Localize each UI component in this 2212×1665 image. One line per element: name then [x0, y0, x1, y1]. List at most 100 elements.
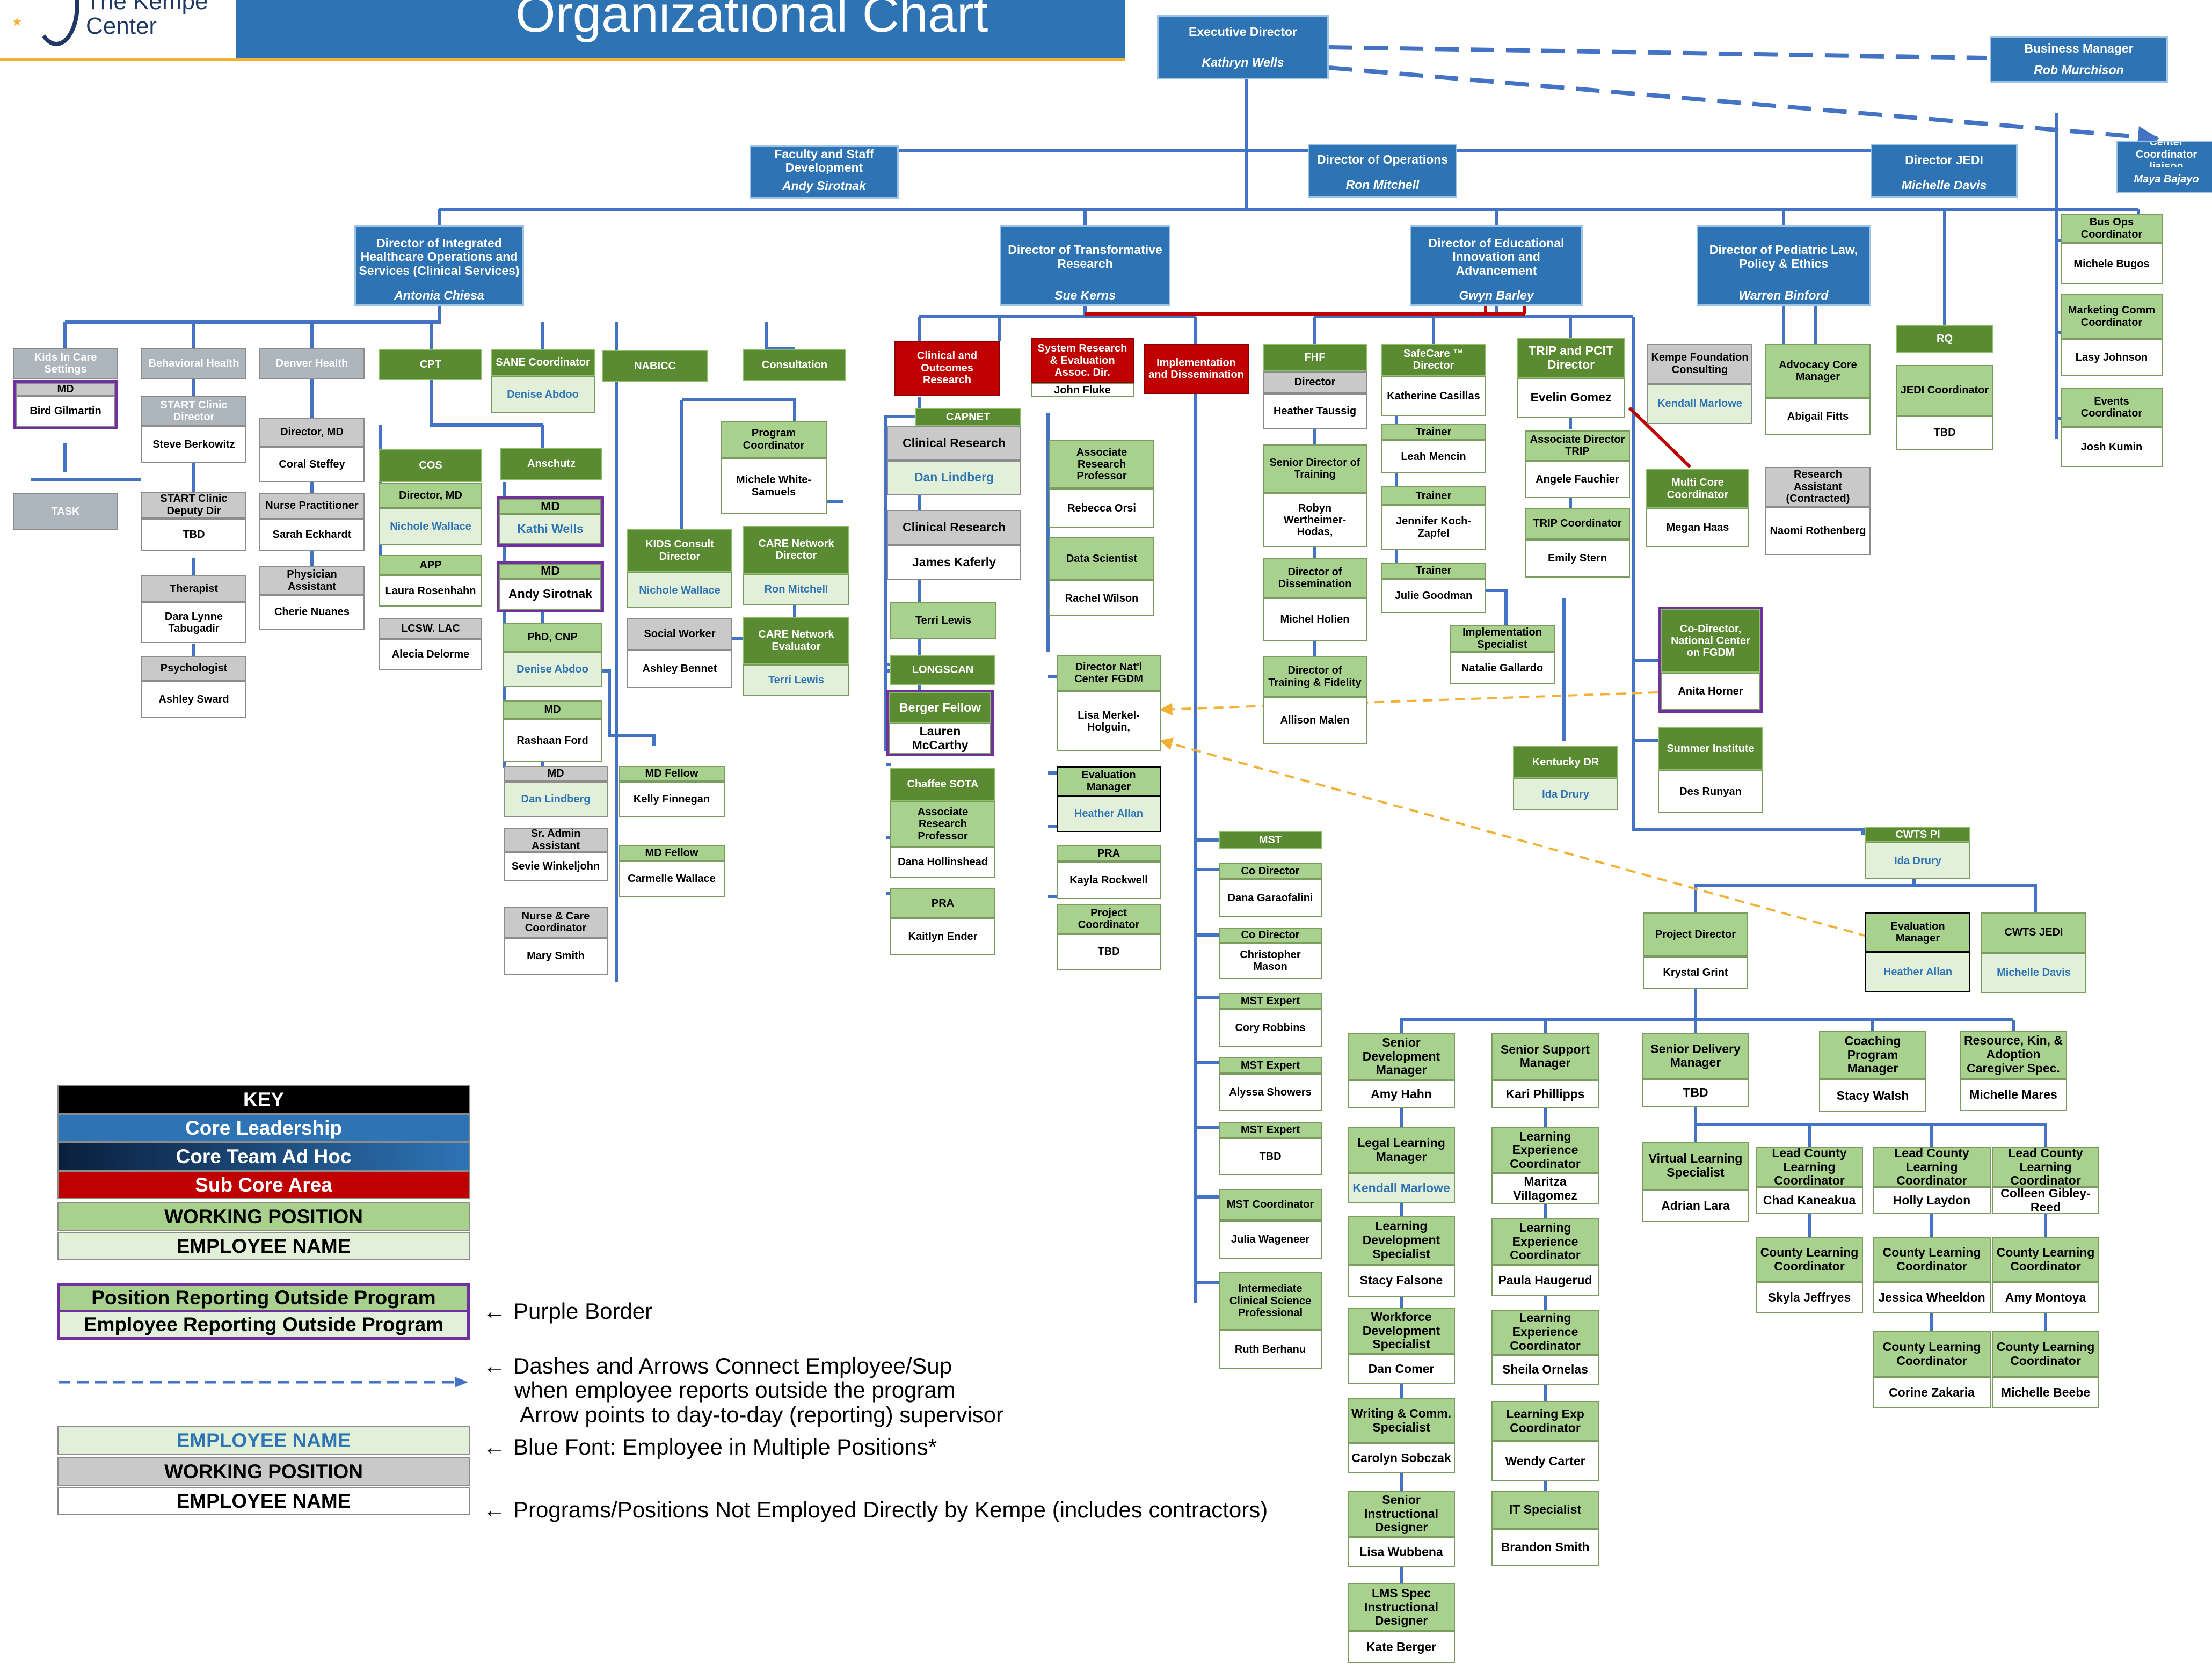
- employee-name: Maya Bajayo: [2134, 173, 2199, 185]
- position-title: Director JEDI: [1905, 153, 1983, 167]
- employee-name: Kathryn Wells: [1202, 55, 1284, 69]
- position-title: IT Specialist: [1491, 1491, 1599, 1529]
- employee-name: Kaitlyn Ender: [890, 918, 995, 955]
- left-arrow-icon: ←: [483, 1298, 506, 1324]
- employee-name: Robyn Wertheimer-Hodas,: [1263, 493, 1367, 547]
- position-title: PhD, CNP: [503, 623, 602, 652]
- position-title: Co Director: [1219, 863, 1322, 879]
- employee-name: Evelin Gomez: [1517, 378, 1625, 418]
- position-title: START Clinic Deputy Dir: [141, 492, 246, 519]
- employee-name: Christopher Mason: [1219, 943, 1322, 979]
- logo-star-icon: ★: [12, 15, 23, 28]
- position-title: Summer Institute: [1658, 727, 1763, 770]
- position-title: Director of Operations: [1316, 152, 1449, 167]
- key-employee-outside: Employee Reporting Outside Program: [57, 1311, 470, 1340]
- employee-name: Ida Drury: [1513, 778, 1618, 810]
- org-node-impl: Implementation and Dissemination: [1144, 344, 1249, 394]
- org-node-anschutz: Anschutz: [500, 448, 602, 480]
- org-node-resource: Resource, Kin, & Adoption Caregiver Spec…: [1960, 1031, 2067, 1111]
- position-title: Director: [1263, 371, 1367, 394]
- employee-name: Ida Drury: [1865, 842, 1970, 879]
- position-title: Kempe Foundation Consulting: [1647, 344, 1752, 384]
- position-title: Learning Experience Coordinator: [1491, 1127, 1599, 1174]
- employee-name: James Kaferly: [887, 545, 1021, 580]
- note-purple-border: ←Purple Border: [483, 1299, 652, 1323]
- employee-name: Chad Kaneakua: [1756, 1187, 1863, 1214]
- employee-name: Dan Lindberg: [887, 461, 1021, 495]
- position-title: MST Coordinator: [1219, 1189, 1322, 1221]
- employee-name: Kate Berger: [1348, 1631, 1455, 1663]
- position-title: Research Assistant (Contracted): [1765, 467, 1871, 507]
- position-title: MST Expert: [1219, 993, 1322, 1009]
- employee-name: Sevie Winkeljohn: [504, 852, 608, 881]
- employee-name: Dana Hollinshead: [890, 847, 995, 878]
- position-title: Senior Support Manager: [1491, 1033, 1599, 1080]
- employee-name: Sarah Eckhardt: [259, 519, 365, 551]
- position-title: NABICC: [602, 350, 708, 382]
- position-title: Kids In Care Settings: [13, 348, 118, 379]
- org-node-cpt: CPT: [379, 349, 482, 380]
- position-title: Implementation Specialist: [1450, 625, 1555, 652]
- employee-name: Alecia Delorme: [379, 639, 482, 670]
- employee-name: Julie Goodman: [1381, 579, 1486, 613]
- position-title: Workforce Development Specialist: [1348, 1308, 1455, 1354]
- key-sub-core: Sub Core Area: [57, 1171, 470, 1199]
- key-gray-employee-name: EMPLOYEE NAME: [57, 1487, 470, 1515]
- position-title: Business Manager: [2024, 41, 2134, 56]
- position-title: Associate Director TRIP: [1525, 430, 1630, 461]
- employee-name: Rob Murchison: [2034, 63, 2124, 77]
- position-title: Director of Integrated Healthcare Operat…: [359, 236, 520, 278]
- position-title: Marketing Comm Coordinator: [2061, 294, 2163, 339]
- position-title: Clinical and Outcomes Research: [894, 341, 1000, 396]
- position-title: Project Coordinator: [1057, 904, 1161, 934]
- position-title: CWTS PI: [1865, 827, 1970, 843]
- left-arrow-icon: ←: [483, 1497, 506, 1522]
- position-title: Director Nat'l Center FGDM: [1057, 655, 1161, 692]
- employee-name: Sheila Ornelas: [1491, 1355, 1599, 1385]
- employee-name: Allison Malen: [1263, 697, 1367, 744]
- employee-name: Alyssa Showers: [1219, 1074, 1322, 1111]
- employee-name: Amy Hahn: [1348, 1079, 1455, 1108]
- employee-name: Adrian Lara: [1642, 1190, 1749, 1222]
- employee-name: Jessica Wheeldon: [1873, 1282, 1991, 1313]
- position-title: Associate Research Professor: [1049, 440, 1154, 489]
- position-title: Lead County Learning Coordinator: [1756, 1147, 1863, 1187]
- employee-name: Natalie Gallardo: [1450, 652, 1555, 684]
- employee-name: Stacy Walsh: [1819, 1079, 1926, 1112]
- position-title: Co-Director, National Center on FGDM: [1661, 609, 1760, 673]
- employee-name: Dara Lynne Tabugadir: [141, 602, 246, 643]
- employee-name: Terri Lewis: [743, 664, 849, 696]
- position-title: Senior Instructional Designer: [1348, 1491, 1455, 1537]
- employee-name: Abigail Fitts: [1765, 398, 1871, 435]
- key-core-team: Core Team Ad Hoc: [57, 1142, 470, 1171]
- position-title: County Learning Coordinator: [1992, 1237, 2099, 1283]
- employee-name: Lisa Wubbena: [1348, 1537, 1455, 1567]
- employee-name: Carolyn Sobczak: [1348, 1443, 1455, 1473]
- logo-text: The Kempe Center: [86, 0, 208, 39]
- position-title: SANE Coordinator: [491, 349, 595, 376]
